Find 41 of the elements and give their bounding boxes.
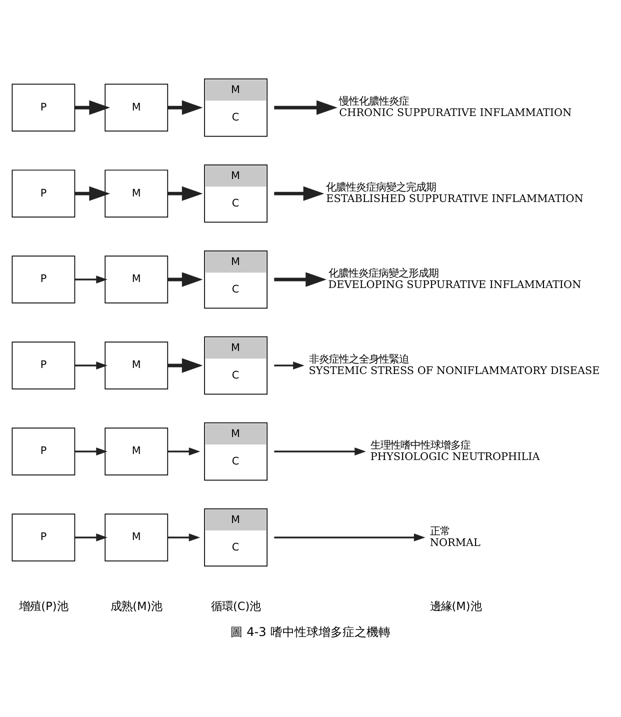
node-box: M [104,341,168,389]
node-box: M [104,513,168,561]
node-box: P [12,83,76,131]
arrow [74,100,110,114]
node-box: M [104,255,168,303]
arrow [168,100,203,114]
node-box: P [12,427,76,475]
arrow [74,361,108,369]
node-text: 正常 NORMAL [430,525,480,548]
arrow [168,447,200,455]
caption: 圖 4-3 嗜中性球增多症之機轉 [230,624,390,638]
arrow [74,186,110,200]
node-text: 化膿性炎症病變之完成期 ESTABLISHED SUPPURATIVE INFLAMMATION [326,181,584,204]
label: 增殖(P)池 [19,599,68,612]
arrow [168,358,203,372]
arrow [168,272,203,286]
node-box: P [12,341,76,389]
label: 邊緣(M)池 [430,599,482,612]
node-box: M [104,169,168,217]
node-box: M [104,427,168,475]
node-text: 非炎症性之全身性緊迫 SYSTEMIC STRESS OF NONIFLAMMATORY DISEASE [308,353,600,376]
node-box: P [12,255,76,303]
arrow [74,447,108,455]
label: 成熟(M)池 [110,599,162,612]
arrow [168,186,203,200]
node-box: P [12,513,76,561]
arrow [74,275,108,283]
node-box: M [104,83,168,131]
arrow [274,100,338,114]
node-text: 慢性化膿性炎症 CHRONIC SUPPURATIVE INFLAMMATION [339,95,572,118]
arrow [274,447,366,455]
arrow [274,186,324,200]
arrow [274,361,304,369]
label: 循環(C)池 [210,599,261,612]
arrow [274,272,327,286]
arrow [74,533,108,541]
node-box: P [12,169,76,217]
arrow [168,533,200,541]
node-text: 化膿性炎症病變之形成期 DEVELOPING SUPPURATIVE INFLAMMATION [328,267,582,290]
node-text: 生理性嗜中性球增多症 PHYSIOLOGIC NEUTROPHILIA [370,439,540,462]
arrow [274,533,426,541]
